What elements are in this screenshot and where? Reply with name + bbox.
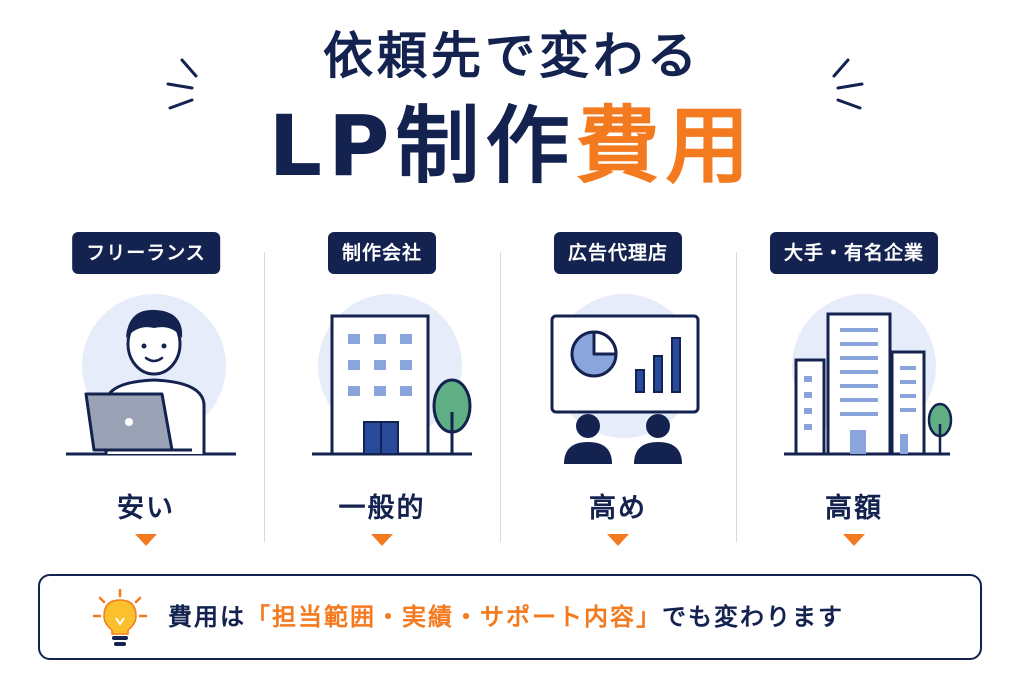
lightbulb-icon <box>92 588 148 646</box>
note-box: 費用は「担当範囲・実績・サポート内容」でも変わります <box>38 574 982 660</box>
title-main-text: LP制作 <box>268 97 576 195</box>
category-production-company: 制作会社 一般的 <box>264 232 500 552</box>
category-tag: フリーランス <box>72 232 220 274</box>
cost-level: 一般的 <box>338 493 426 524</box>
arrow-down-icon <box>371 534 393 546</box>
title-highlight-text: 費用 <box>575 97 756 195</box>
city-buildings-icon <box>784 294 953 456</box>
category-tag: 大手・有名企業 <box>769 232 939 274</box>
note-prefix: 費用は <box>168 603 246 631</box>
person-laptop-icon <box>66 294 236 456</box>
cost-level: 安い <box>117 493 175 524</box>
category-freelance: フリーランス 安い <box>28 232 264 552</box>
spark-left-icon <box>166 58 198 110</box>
arrow-down-icon <box>135 534 157 546</box>
column-divider <box>264 252 265 542</box>
category-tag: 制作会社 <box>327 232 437 274</box>
title-line-2: LP制作費用 <box>0 98 1024 194</box>
category-enterprise: 大手・有名企業 高額 <box>736 232 972 552</box>
category-ad-agency: 広告代理店 高め <box>500 232 736 552</box>
cost-level: 高額 <box>825 493 883 524</box>
arrow-down-icon <box>843 534 865 546</box>
spark-right-icon <box>832 58 864 110</box>
note-text: 費用は「担当範囲・実績・サポート内容」でも変わります <box>168 576 844 658</box>
note-suffix: でも変わります <box>662 603 844 631</box>
presentation-board-icon <box>550 294 700 464</box>
office-building-icon <box>312 294 472 456</box>
column-divider <box>500 252 501 542</box>
category-tag: 広告代理店 <box>553 232 683 274</box>
title-line-1: 依頼先で変わる <box>323 27 701 85</box>
column-divider <box>736 252 737 542</box>
cost-level: 高め <box>589 493 647 524</box>
note-close-bracket: 」 <box>636 603 662 631</box>
note-highlight: 担当範囲・実績・サポート内容 <box>272 603 636 631</box>
note-open-bracket: 「 <box>246 603 272 631</box>
arrow-down-icon <box>607 534 629 546</box>
